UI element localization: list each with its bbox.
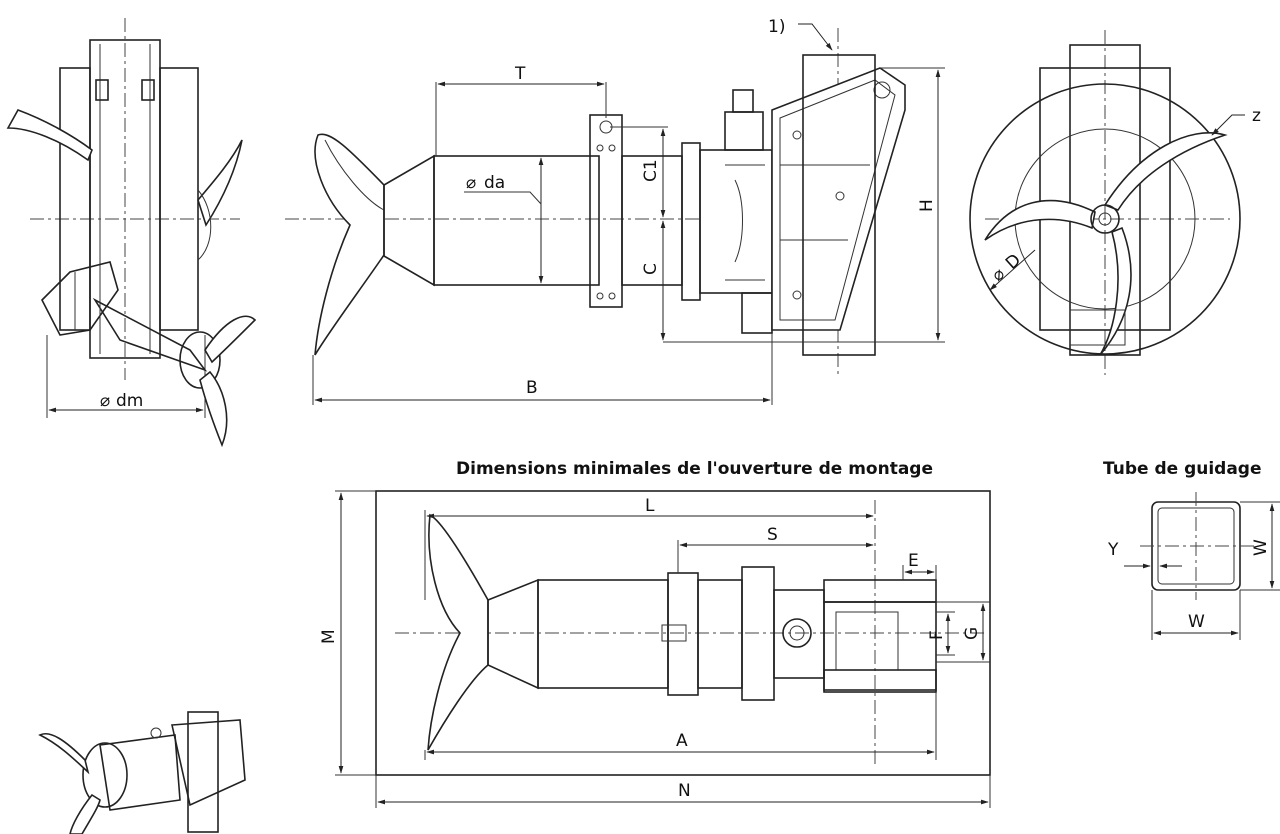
dim-label-W-bottom: W — [1188, 612, 1205, 632]
mounting-opening-view: Dimensions minimales de l'ouverture de m… — [319, 459, 991, 808]
dim-label-M: M — [319, 629, 339, 644]
label-z: z — [1252, 106, 1261, 126]
dm-diameter-symbol: ⌀ — [100, 391, 110, 411]
isometric-view-1 — [41, 261, 257, 448]
dim-label-C1: C1 — [641, 159, 661, 182]
mounting-opening-title: Dimensions minimales de l'ouverture de m… — [456, 459, 933, 479]
D-diameter-symbol: ⌀ — [988, 264, 1009, 286]
top-view: z ⌀ D — [969, 30, 1261, 375]
dim-label-L: L — [645, 496, 655, 516]
dim-label-B: B — [526, 378, 538, 398]
note-1-label: 1) — [768, 17, 785, 37]
guide-tube-title: Tube de guidage — [1103, 459, 1262, 479]
guide-tube-view: Tube de guidage W W Y — [1103, 459, 1280, 640]
dim-label-C: C — [641, 263, 661, 275]
da-diameter-symbol: ⌀ — [466, 173, 476, 193]
front-view: ⌀ dm — [6, 18, 243, 418]
dim-label-W-side: W — [1251, 539, 1271, 556]
dim-label-E: E — [908, 551, 919, 571]
side-view: 1) T ⌀ da C1 C H B — [285, 17, 945, 405]
isometric-view-2 — [38, 711, 246, 834]
dim-label-A: A — [676, 731, 688, 751]
dim-label-Y: Y — [1107, 540, 1119, 560]
dim-label-T: T — [514, 64, 526, 84]
dim-label-N: N — [678, 781, 691, 801]
dim-label-dm: dm — [116, 391, 143, 411]
dim-label-G: G — [962, 627, 982, 640]
dim-label-da: da — [484, 173, 505, 193]
dim-label-S: S — [767, 525, 778, 545]
dim-label-F: F — [927, 630, 947, 640]
dim-label-H: H — [917, 199, 937, 212]
